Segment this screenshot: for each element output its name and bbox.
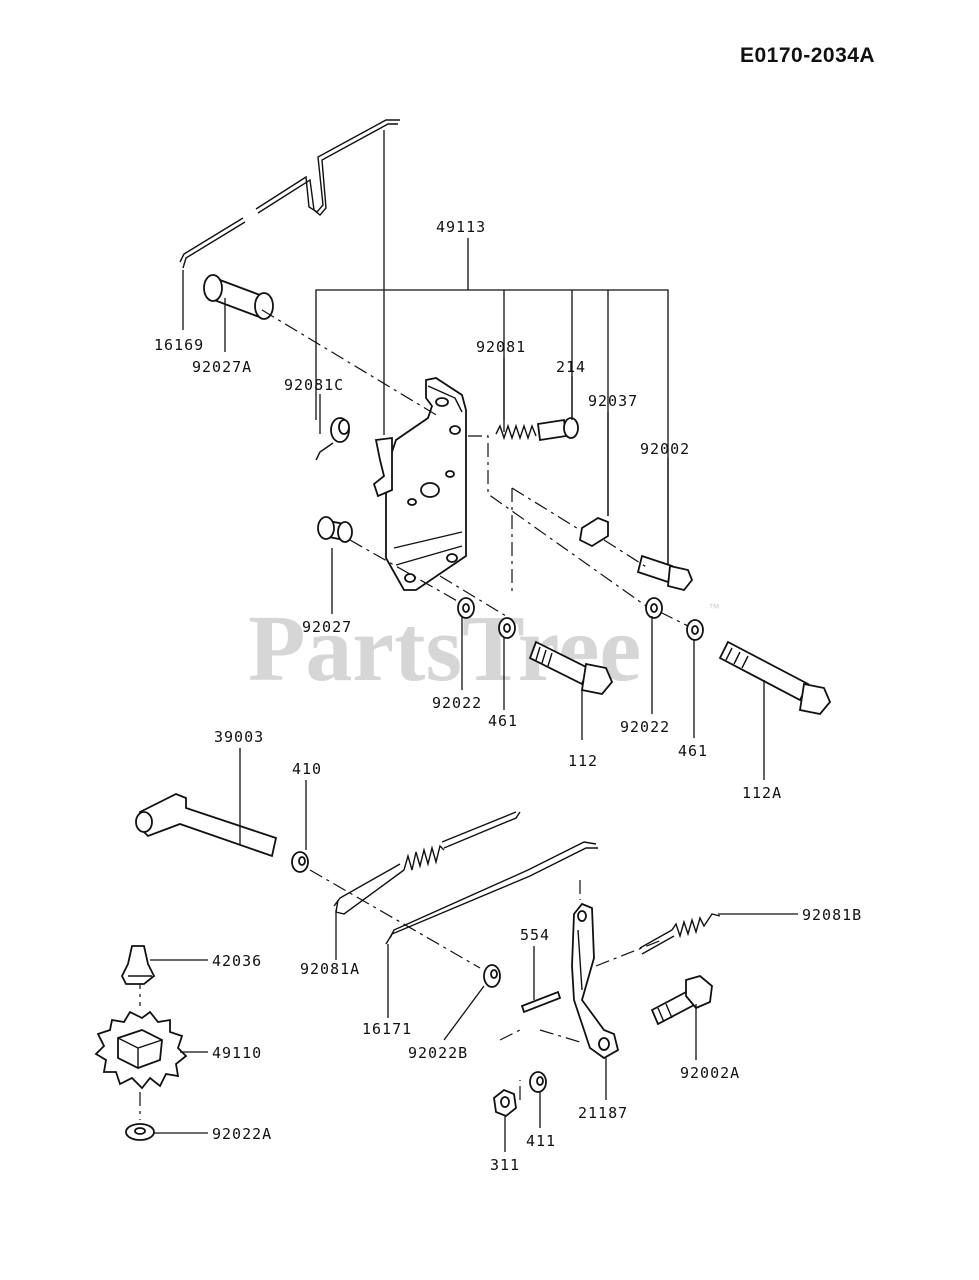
rod-spring-92081a bbox=[333, 811, 521, 915]
label-92022-right: 92022 bbox=[620, 718, 670, 736]
label-92081a: 92081A bbox=[300, 960, 360, 978]
bolt-112a bbox=[718, 640, 832, 715]
label-92022-left: 92022 bbox=[432, 694, 482, 712]
lever-arm-21187 bbox=[571, 902, 620, 1060]
label-39003: 39003 bbox=[214, 728, 264, 746]
label-461-right: 461 bbox=[678, 742, 708, 760]
rod-16171 bbox=[385, 841, 598, 945]
collar-92027 bbox=[317, 516, 353, 543]
washer-92022b bbox=[483, 964, 501, 988]
label-92022a: 92022A bbox=[212, 1125, 272, 1143]
cap-42036 bbox=[120, 945, 156, 985]
washer-92022a bbox=[125, 1123, 155, 1141]
label-92002: 92002 bbox=[640, 440, 690, 458]
bolt-92002a bbox=[650, 975, 713, 1026]
diagram-code: E0170-2034A bbox=[740, 44, 875, 67]
part-labels: 16169 92027A 49113 92081 214 92081C 9203… bbox=[154, 218, 862, 1174]
lockwasher-461-left bbox=[498, 617, 516, 639]
label-112: 112 bbox=[568, 752, 598, 770]
pin-554 bbox=[520, 990, 562, 1014]
washer-410 bbox=[291, 851, 309, 873]
watermark-trademark: ™ bbox=[708, 601, 720, 615]
label-554: 554 bbox=[520, 926, 550, 944]
bolt-112 bbox=[528, 640, 614, 695]
label-16171: 16171 bbox=[362, 1020, 412, 1038]
label-311: 311 bbox=[490, 1156, 520, 1174]
clip-92081c bbox=[315, 417, 350, 461]
lever-39003 bbox=[135, 793, 278, 858]
spring-92081 bbox=[495, 423, 537, 441]
label-92027: 92027 bbox=[302, 618, 352, 636]
label-16169: 16169 bbox=[154, 336, 204, 354]
label-42036: 42036 bbox=[212, 952, 262, 970]
sprocket-49110 bbox=[94, 1010, 188, 1090]
clamp-92037 bbox=[579, 516, 609, 548]
label-461-left: 461 bbox=[488, 712, 518, 730]
group-bracket-49113 bbox=[315, 238, 669, 565]
watermark-text: PartsTree bbox=[248, 597, 641, 701]
centerline-upper bbox=[261, 309, 701, 633]
label-49113: 49113 bbox=[436, 218, 486, 236]
label-92081b: 92081B bbox=[802, 906, 862, 924]
washer-92022-right bbox=[645, 597, 663, 619]
label-49110: 49110 bbox=[212, 1044, 262, 1062]
washer-411 bbox=[529, 1071, 547, 1093]
bolt-214 bbox=[536, 417, 579, 442]
label-410: 410 bbox=[292, 760, 322, 778]
label-21187: 21187 bbox=[578, 1104, 628, 1122]
label-92027a: 92027A bbox=[192, 358, 252, 376]
label-92081c: 92081C bbox=[284, 376, 344, 394]
label-411: 411 bbox=[526, 1132, 556, 1150]
label-92081: 92081 bbox=[476, 338, 526, 356]
label-112a: 112A bbox=[742, 784, 782, 802]
bolt-92002 bbox=[636, 554, 694, 592]
lockwasher-461-right bbox=[686, 619, 704, 641]
sleeve-92027a bbox=[203, 274, 274, 320]
washer-92022-left bbox=[457, 597, 475, 619]
label-92037: 92037 bbox=[588, 392, 638, 410]
nut-311 bbox=[493, 1088, 517, 1118]
label-92022b: 92022B bbox=[408, 1044, 468, 1062]
label-92002a: 92002A bbox=[680, 1064, 740, 1082]
leader-lines bbox=[150, 270, 798, 1152]
control-plate bbox=[372, 377, 467, 591]
governor-rod bbox=[179, 119, 400, 269]
label-214: 214 bbox=[556, 358, 586, 376]
spring-92081b bbox=[639, 913, 721, 955]
